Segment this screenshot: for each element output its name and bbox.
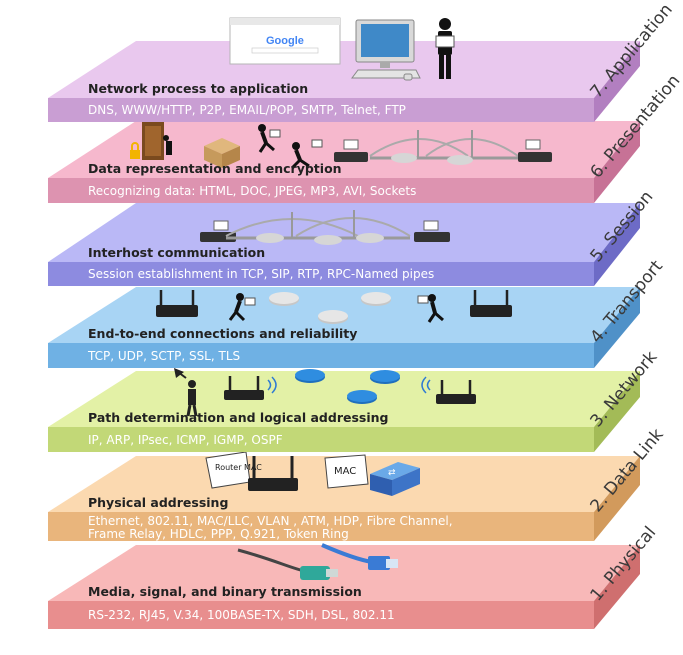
layer-application-top xyxy=(48,41,640,98)
layer-data-link-side xyxy=(594,456,640,541)
fiber-cable-icon xyxy=(237,548,338,580)
layer-network-protocols: IP, ARP, IPsec, ICMP, IGMP, OSPF xyxy=(88,433,283,447)
layer-physical-front xyxy=(48,601,594,629)
person-with-envelope-icon xyxy=(435,18,455,79)
layer-application-front xyxy=(48,98,594,122)
layer-session-side xyxy=(594,203,640,286)
ethernet-cable-icon xyxy=(321,543,398,570)
layer-session-top xyxy=(48,203,640,262)
layer-data-link-front xyxy=(48,512,594,541)
router-icon xyxy=(414,220,450,242)
courier-icon xyxy=(290,139,323,170)
blue-router-icon xyxy=(295,369,400,404)
layer-presentation-protocols: Recognizing data: HTML, DOC, JPEG, MP3, … xyxy=(88,184,416,198)
bridge-icon xyxy=(225,210,411,245)
layer-application-protocols: DNS, WWW/HTTP, P2P, EMAIL/POP, SMTP, Tel… xyxy=(88,103,406,117)
wifi-router-icon xyxy=(421,376,476,404)
layer-presentation-description: Data representation and encryption xyxy=(88,161,342,176)
layer-session-protocols: Session establishment in TCP, SIP, RTP, … xyxy=(88,267,434,281)
layer-network-front xyxy=(48,427,594,452)
router-icon xyxy=(470,290,512,317)
layer-data-link-protocols-line2: Frame Relay, HDLC, PPP, Q.921, Token Rin… xyxy=(88,527,349,541)
router-icon xyxy=(248,456,298,491)
layer-physical-protocols: RS-232, RJ45, V.34, 100BASE-TX, SDH, DSL… xyxy=(88,608,395,622)
layer-application: Google Network process to application DN… xyxy=(48,0,677,122)
parcel-box-icon xyxy=(204,138,240,168)
desktop-computer-icon xyxy=(351,19,421,81)
network-switch-icon: ⇄ xyxy=(370,462,420,496)
layer-application-side xyxy=(594,41,640,122)
courier-icon xyxy=(258,124,281,153)
layer-physical-side xyxy=(594,545,640,629)
layer-data-link-description: Physical addressing xyxy=(88,495,228,510)
svg-text:⇄: ⇄ xyxy=(388,468,396,478)
svg-text:Google: Google xyxy=(266,35,304,47)
layer-transport-protocols: TCP, UDP, SCTP, SSL, TLS xyxy=(87,349,240,363)
layer-session-front xyxy=(48,262,594,286)
layer-transport-front xyxy=(48,343,594,368)
layer-physical-top xyxy=(48,545,640,601)
svg-text:MAC: MAC xyxy=(334,466,356,477)
courier-icon xyxy=(417,294,444,323)
layer-data-link-protocols-line1: Ethernet, 802.11, MAC/LLC, VLAN , ATM, H… xyxy=(88,514,453,528)
layer-transport-description: End-to-end connections and reliability xyxy=(88,326,357,341)
layer-network-description: Path determination and logical addressin… xyxy=(88,410,388,425)
layer-transport: End-to-end connections and reliability T… xyxy=(48,256,667,368)
svg-text:Router MAC: Router MAC xyxy=(215,463,262,472)
layer-application-description: Network process to application xyxy=(88,81,308,96)
mac-tag: MAC xyxy=(324,454,369,489)
browser-window-icon: Google xyxy=(229,17,341,65)
layer-transport-side xyxy=(594,287,640,368)
router-icon xyxy=(156,290,198,317)
switch-disc-icon xyxy=(269,292,391,324)
bridge-icon xyxy=(369,130,519,165)
layer-network-side xyxy=(594,371,640,452)
signal-person-icon xyxy=(174,368,198,417)
wifi-router-icon xyxy=(224,376,277,400)
layer-presentation-side xyxy=(594,121,640,203)
door-lock-icon xyxy=(130,122,172,160)
layer-session-description: Interhost communication xyxy=(88,245,265,260)
courier-icon xyxy=(228,293,256,322)
router-icon xyxy=(334,139,368,162)
layer-physical-description: Media, signal, and binary transmission xyxy=(88,584,362,599)
layer-presentation-front xyxy=(48,178,594,203)
router-icon xyxy=(518,139,552,162)
